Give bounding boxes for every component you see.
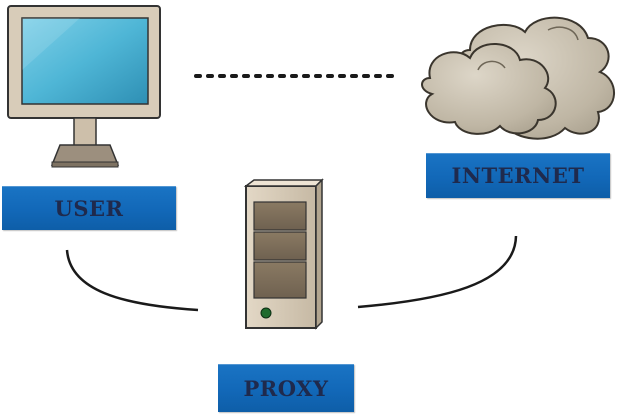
- internet-label: INTERNET: [426, 153, 610, 198]
- cloud-icon: [421, 16, 615, 140]
- proxy-internet-link: [357, 235, 518, 309]
- user-label: USER: [2, 186, 176, 230]
- power-led-icon: [260, 307, 272, 319]
- server-tower-icon: [243, 178, 324, 330]
- computer-monitor-icon: [7, 5, 161, 168]
- connections: [65, 74, 518, 312]
- user-proxy-link: [65, 249, 199, 312]
- proxy-label: PROXY: [218, 364, 354, 412]
